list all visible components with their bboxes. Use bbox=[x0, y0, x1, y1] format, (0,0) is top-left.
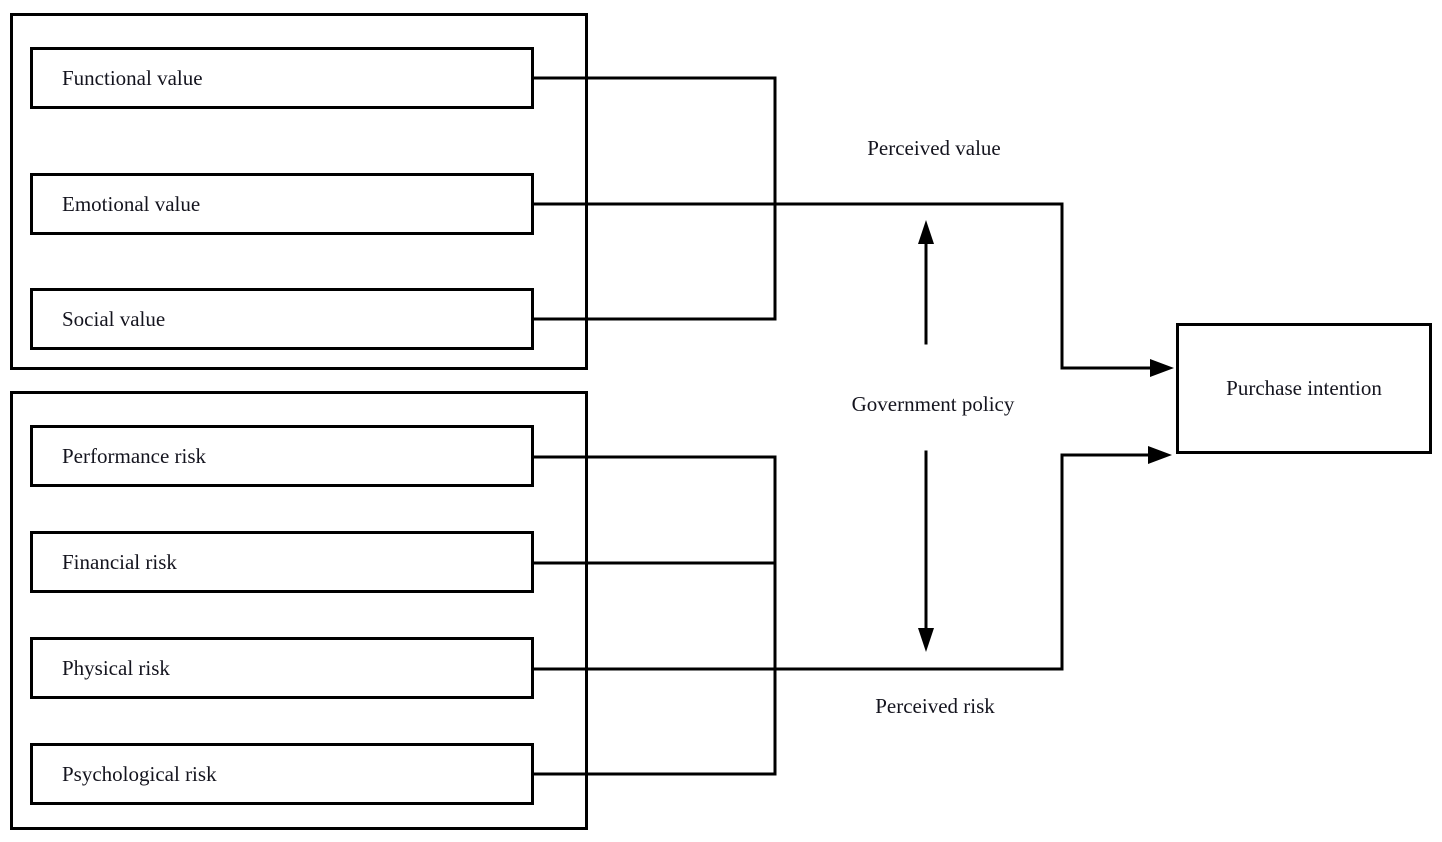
arrowhead-risk-to-outcome bbox=[1148, 446, 1172, 464]
box-social-value: Social value bbox=[30, 288, 534, 350]
box-physical-risk-label: Physical risk bbox=[62, 655, 170, 680]
box-performance-risk-label: Performance risk bbox=[62, 443, 207, 468]
box-functional-value-label: Functional value bbox=[62, 65, 203, 90]
box-social-value-label: Social value bbox=[62, 306, 166, 331]
box-psychological-risk-label: Psychological risk bbox=[62, 761, 217, 786]
box-functional-value: Functional value bbox=[30, 47, 534, 109]
box-psychological-risk: Psychological risk bbox=[30, 743, 534, 805]
perceived-risk-route bbox=[533, 453, 1150, 671]
box-performance-risk: Performance risk bbox=[30, 425, 534, 487]
arrowhead-moderator-up bbox=[918, 220, 934, 244]
perceived-value-label: Perceived value bbox=[867, 136, 1001, 160]
perceived-risk-label: Perceived risk bbox=[875, 694, 995, 718]
value-group-frame bbox=[10, 13, 588, 370]
box-financial-risk-label: Financial risk bbox=[62, 549, 177, 574]
risk-group-frame bbox=[10, 391, 588, 830]
box-physical-risk: Physical risk bbox=[30, 637, 534, 699]
box-purchase-intention-label: Purchase intention bbox=[1226, 376, 1382, 400]
box-emotional-value-label: Emotional value bbox=[62, 191, 201, 216]
box-financial-risk: Financial risk bbox=[30, 531, 534, 593]
box-emotional-value: Emotional value bbox=[30, 173, 534, 235]
box-purchase-intention: Purchase intention bbox=[1176, 323, 1432, 454]
arrowhead-value-to-outcome bbox=[1150, 359, 1174, 377]
arrowhead-moderator-down bbox=[918, 628, 934, 652]
government-policy-label: Government policy bbox=[851, 392, 1015, 416]
perceived-value-route bbox=[531, 202, 1152, 370]
